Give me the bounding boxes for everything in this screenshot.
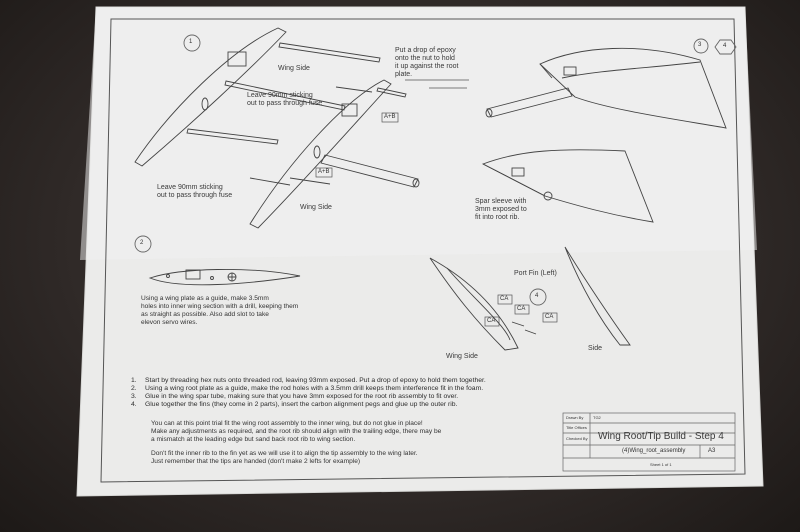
step-number-3: 3	[698, 42, 702, 48]
ab-tag-2: A+B	[318, 169, 330, 175]
instruction-2: 2. Using a wing root plate as a guide, ma…	[131, 385, 591, 394]
instruction-4: 4. Glue together the fins (they come in 2…	[131, 401, 591, 410]
instruction-text: Glue in the wing spar tube, making sure …	[145, 393, 459, 400]
ca-tag-2: CA	[500, 296, 509, 302]
ca-tag-1: CA	[487, 318, 496, 324]
ab-tag-1: A+B	[384, 114, 396, 120]
tb-drawn-by: Drawn By	[566, 415, 584, 420]
tb-title: Wing Root/Tip Build - Step 4	[598, 431, 724, 442]
wing-side-label-1: Wing Side	[278, 65, 310, 72]
leave-90mm-label-1: Leave 90mm sticking out to pass through …	[247, 92, 323, 107]
instruction-1: 1. Start by threading hex nuts onto threa…	[131, 377, 591, 386]
spar-sleeve-note: Spar sleeve with 3mm exposed to fit into…	[475, 198, 527, 221]
ca-tag-4: CA	[545, 314, 554, 320]
instruction-number: 2.	[131, 385, 137, 392]
instruction-text: Using a wing root plate as a guide, make…	[145, 385, 484, 392]
instruction-3: 3. Glue in the wing spar tube, making sur…	[131, 393, 591, 402]
epoxy-note: Put a drop of epoxy onto the nut to hold…	[395, 47, 459, 78]
side-label: Side	[588, 345, 603, 352]
tb-title-offices: Title Offices	[566, 425, 587, 430]
tb-checked-by: Checked By	[566, 436, 588, 441]
instruction-text: Glue together the fins (they come in 2 p…	[145, 401, 458, 408]
tb-size: A3	[708, 448, 716, 454]
tb-drawing-name: (4)Wing_root_assembly	[622, 448, 686, 454]
dont-fit-note: Don't fit the inner rib to the fin yet a…	[151, 450, 418, 465]
step-number-2: 2	[140, 240, 144, 246]
port-fin-label: Port Fin (Left)	[514, 270, 557, 277]
step-number-4-hex: 4	[723, 43, 727, 49]
leave-90mm-label-2: Leave 90mm sticking out to pass through …	[157, 184, 233, 199]
step-number-1: 1	[189, 39, 193, 45]
instruction-number: 1.	[131, 377, 137, 384]
instruction-number: 3.	[131, 393, 137, 400]
instruction-text: Start by threading hex nuts onto threade…	[145, 377, 486, 384]
step-number-4: 4	[535, 293, 539, 299]
wing-side-label-2: Wing Side	[300, 204, 332, 211]
ca-tag-3: CA	[517, 306, 526, 312]
wing-side-label-3: Wing Side	[446, 353, 478, 360]
wing-plate-note: Using a wing plate as a guide, make 3.5m…	[141, 295, 299, 326]
instruction-number: 4.	[131, 401, 137, 408]
tb-footer: Sheet 1 of 1	[650, 462, 672, 467]
trial-fit-note: You can at this point trial fit the wing…	[151, 420, 442, 443]
tb-drawn-value: TG2	[593, 415, 601, 420]
